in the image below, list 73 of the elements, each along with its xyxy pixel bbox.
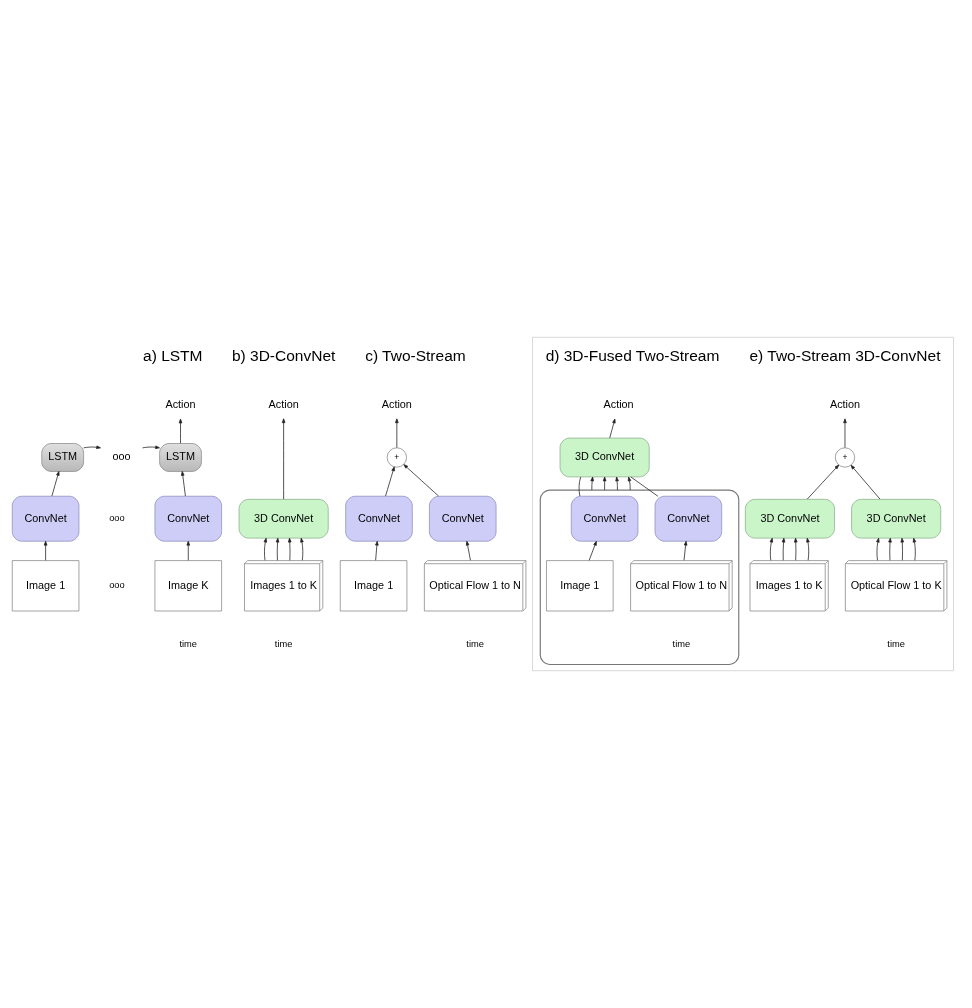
arrow	[888, 537, 892, 561]
arrow	[178, 418, 183, 444]
node-box: 3D ConvNet	[851, 498, 942, 539]
node-box: ConvNet	[345, 495, 413, 542]
arrow	[43, 540, 48, 561]
arrow	[186, 540, 190, 561]
arrow	[912, 537, 917, 561]
arrow	[275, 537, 280, 561]
node-text: Action	[829, 397, 861, 410]
label: c) Two-Stream	[365, 347, 466, 365]
arrow	[876, 537, 880, 561]
node-box: 3D ConvNet	[744, 498, 835, 539]
node-box: ConvNet	[154, 495, 222, 542]
arrow	[609, 418, 616, 439]
label: a) LSTM	[143, 347, 203, 365]
arrow	[590, 476, 594, 491]
cluster	[532, 336, 954, 672]
arrow	[794, 537, 798, 561]
arrow	[403, 464, 439, 497]
label: time	[887, 638, 905, 649]
arrow	[288, 537, 292, 561]
arrow	[465, 540, 471, 561]
node-box: ConvNet	[654, 495, 723, 542]
arrow	[806, 464, 840, 500]
arrow	[588, 540, 597, 561]
node-box: Image K	[154, 560, 222, 612]
label: ooo	[109, 580, 125, 591]
arrow	[683, 540, 688, 561]
node-box: Image 1	[11, 560, 80, 612]
arrow	[806, 537, 810, 561]
node-text: Action	[165, 397, 196, 410]
label: time	[466, 638, 484, 649]
label: d) 3D-Fused Two-Stream	[545, 347, 720, 365]
node-box: LSTM	[159, 443, 202, 472]
arrow	[395, 418, 399, 448]
node-text: Action	[268, 397, 299, 410]
node-text: Action	[603, 397, 634, 410]
connector	[578, 476, 582, 497]
label: ooo	[109, 513, 125, 524]
node-text: Action	[381, 397, 412, 410]
arrow	[83, 445, 101, 449]
node-box: ConvNet	[11, 495, 80, 542]
label: b) 3D-ConvNet	[231, 347, 336, 365]
node-box: 3D ConvNet	[238, 498, 329, 539]
arrow	[375, 540, 379, 561]
arrow	[142, 445, 160, 449]
label: time	[672, 638, 691, 649]
arrow	[300, 537, 304, 561]
node-box: 3D ConvNet	[559, 437, 650, 478]
arrow	[51, 471, 60, 497]
arrow	[843, 418, 847, 448]
node-box: ConvNet	[429, 495, 497, 542]
node-text: ooo	[112, 450, 131, 463]
node-box: LSTM	[41, 443, 84, 472]
arrow	[850, 464, 881, 500]
arrow	[263, 537, 268, 561]
arrow	[281, 418, 286, 500]
arrow	[627, 476, 632, 491]
arrow	[781, 537, 786, 561]
arrow	[900, 537, 904, 561]
node-box: Image 1	[546, 560, 614, 612]
label: time	[274, 638, 293, 649]
arrow	[769, 537, 774, 561]
arrow	[602, 476, 607, 491]
arrow	[615, 476, 619, 491]
arrow	[181, 471, 186, 497]
connector	[630, 476, 659, 497]
label: e) Two-Stream 3D-ConvNet	[749, 347, 941, 365]
node-box: Image 1	[339, 560, 408, 612]
node-box: ConvNet	[570, 495, 639, 542]
label: time	[179, 638, 198, 649]
arrow	[385, 466, 395, 497]
cluster	[539, 489, 740, 666]
